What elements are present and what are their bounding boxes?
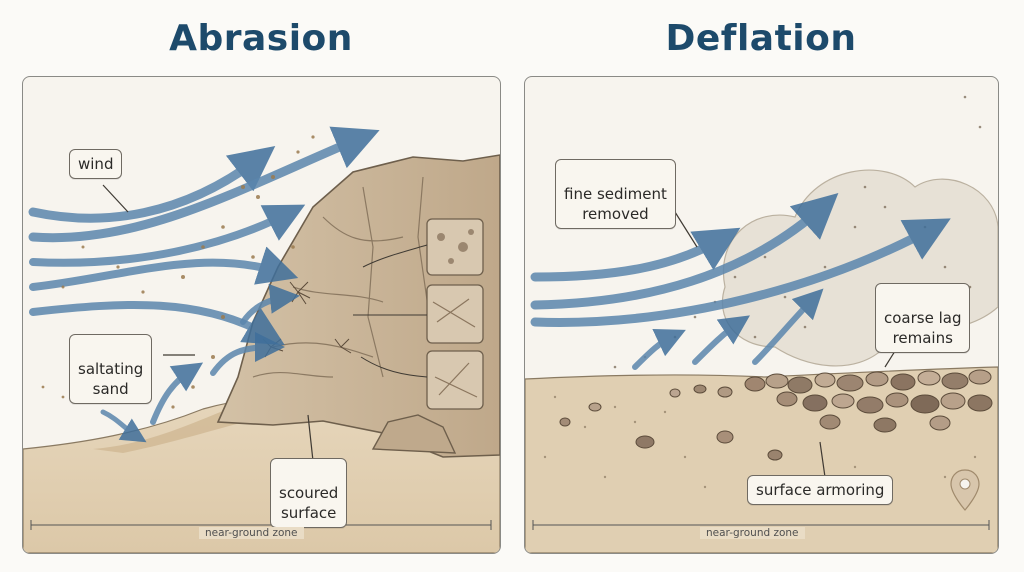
texture-insets — [426, 218, 484, 410]
coarse-lag-pebbles — [559, 369, 993, 461]
saltating-sand-label-text: saltating sand — [78, 360, 144, 398]
abrasion-panel: wind saltating sand scoured surface near… — [22, 76, 501, 554]
location-pin-icon — [950, 469, 980, 511]
boulder — [371, 414, 457, 454]
saltating-sand-label: saltating sand — [69, 334, 153, 404]
abrasion-title: Abrasion — [169, 18, 353, 59]
wind-label-text: wind — [78, 155, 114, 173]
scoured-surface-label-text: scoured surface — [279, 484, 339, 522]
fine-sediment-label: fine sediment removed — [555, 159, 676, 229]
fine-sediment-label-text: fine sediment removed — [564, 185, 667, 223]
abrasion-zone-label: near-ground zone — [199, 527, 304, 539]
surface-armoring-label: surface armoring — [747, 475, 894, 505]
coarse-lag-label: coarse lag remains — [875, 283, 971, 353]
scoured-surface-label: scoured surface — [270, 458, 348, 528]
coarse-lag-label-text: coarse lag remains — [884, 309, 962, 347]
wind-label: wind — [69, 149, 123, 179]
surface-armoring-label-text: surface armoring — [756, 481, 885, 499]
deflation-zone-label: near-ground zone — [700, 527, 805, 539]
deflation-panel: fine sediment removed coarse lag remains… — [524, 76, 999, 554]
deflation-title: Deflation — [665, 18, 857, 59]
abrasion-illustration — [23, 126, 500, 553]
